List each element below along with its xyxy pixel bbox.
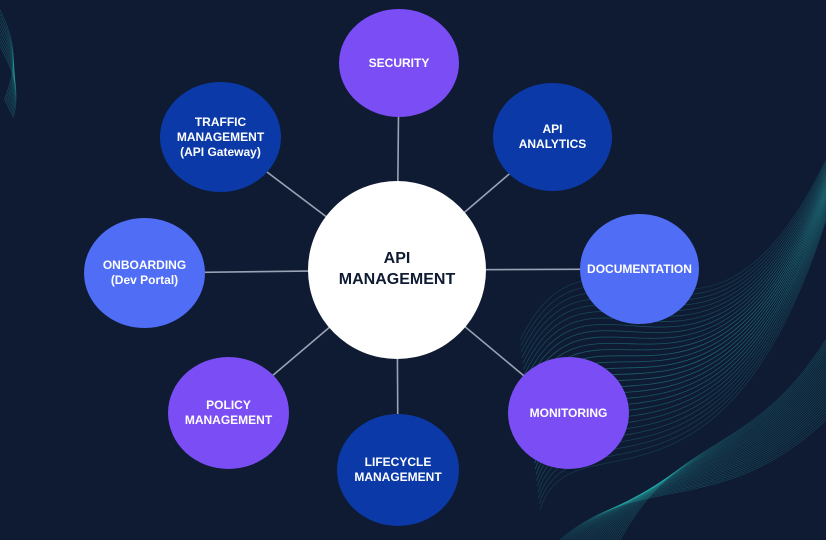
hub-label-line-2: MANAGEMENT — [338, 271, 456, 288]
node-label: TRAFFIC — [194, 114, 247, 129]
node-api-analytics: API ANALYTICS — [493, 83, 612, 191]
node-label: SECURITY — [368, 55, 430, 70]
wave-line — [598, 367, 826, 540]
node-label: MANAGEMENT — [184, 413, 273, 427]
node-label: ONBOARDING — [102, 258, 187, 272]
wave-line — [570, 405, 826, 540]
node-label: LIFECYCLE — [364, 455, 432, 469]
hub-node: API MANAGEMENT — [308, 181, 486, 359]
wave-line — [619, 339, 826, 540]
wave-line — [603, 361, 826, 540]
wave-line — [559, 419, 826, 540]
node-monitoring: MONITORING — [508, 357, 629, 469]
wave-line — [572, 403, 826, 540]
wave-line — [0, 45, 17, 119]
wave-line — [0, 17, 15, 105]
wave-line — [538, 217, 826, 505]
wave-line — [0, 33, 16, 113]
wave-line — [601, 364, 826, 540]
wave-line — [0, 13, 14, 103]
node-label: API — [542, 122, 563, 136]
wave-line — [525, 178, 826, 393]
wave-line — [567, 408, 826, 540]
node-documentation: DOCUMENTATION — [580, 214, 699, 324]
wave-line — [0, 41, 17, 117]
wave-line — [584, 386, 826, 540]
wave-line — [574, 400, 826, 540]
wave-line — [0, 37, 16, 115]
wave-line — [592, 375, 826, 540]
wave-line — [0, 29, 16, 111]
wave-line — [611, 350, 826, 540]
wave-line — [588, 381, 826, 540]
node-label-sub: (API Gateway) — [180, 144, 261, 159]
wave-line — [563, 414, 826, 540]
hub-label-line-1: API — [383, 250, 411, 268]
wave-line — [0, 25, 15, 109]
node-label: ANALYTICS — [518, 137, 587, 151]
wave-line — [613, 348, 826, 540]
wave-line — [539, 219, 826, 511]
node-label: MANAGEMENT — [354, 470, 442, 484]
wave-line — [580, 392, 826, 540]
wave-line — [0, 21, 15, 107]
node-label: MANAGEMENT — [176, 129, 265, 144]
node-label: DOCUMENTATION — [587, 261, 692, 276]
wave-line — [565, 411, 826, 540]
node-label: MONITORING — [529, 405, 608, 420]
node-label: (Dev Portal) — [110, 273, 179, 287]
wave-line — [576, 397, 826, 540]
wave-line — [0, 9, 14, 101]
wave-line — [561, 416, 826, 540]
node-onboarding: ONBOARDING (Dev Portal) — [84, 218, 205, 328]
node-traffic-management: TRAFFIC MANAGEMENT (API Gateway) — [160, 82, 281, 192]
wave-line — [590, 378, 826, 540]
wave-line — [607, 356, 826, 540]
wave-line — [524, 174, 826, 382]
wave-line — [578, 394, 826, 540]
wave-line — [617, 342, 826, 540]
wave-line — [586, 383, 826, 540]
node-lifecycle-management: LIFECYCLE MANAGEMENT — [337, 414, 459, 526]
wave-line — [609, 353, 826, 540]
wave-line — [596, 370, 826, 540]
node-policy-management: POLICY MANAGEMENT — [168, 357, 289, 469]
node-label: POLICY — [206, 398, 251, 412]
wave-line — [605, 359, 826, 540]
wave-line — [594, 372, 826, 540]
wave-line — [582, 389, 826, 540]
wave-line — [525, 176, 826, 388]
wave-line — [615, 345, 826, 540]
node-security: SECURITY — [339, 9, 459, 117]
